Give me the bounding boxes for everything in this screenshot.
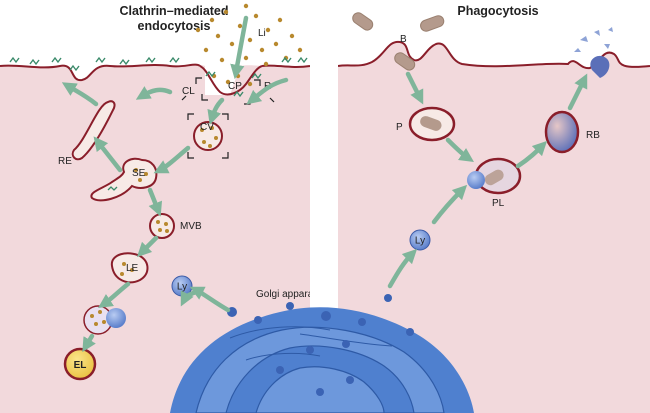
label-golgi: Golgi apparatus	[256, 289, 327, 300]
phagosome	[408, 106, 456, 142]
label-p: P	[396, 122, 403, 133]
multivesicular-body	[149, 213, 175, 239]
label-ly-left: Ly	[177, 282, 187, 293]
coated-vesicle	[187, 113, 229, 159]
residual-body	[544, 110, 580, 154]
exocytosed-debris	[574, 27, 613, 78]
label-b: B	[400, 34, 407, 45]
label-ly-right: Ly	[415, 236, 425, 247]
label-cl: CL	[182, 86, 195, 97]
recycling-endosome	[71, 100, 116, 161]
label-rb: RB	[586, 130, 600, 141]
endosome-lysosome-fusion	[83, 305, 126, 335]
coated-pit-membrane	[199, 65, 263, 96]
left-title-line1: Clathrin–mediated	[119, 4, 228, 18]
phagolysosome	[467, 157, 522, 195]
right-title: Phagocytosis	[457, 4, 538, 18]
label-cv: CV	[200, 122, 214, 133]
label-le: LE	[126, 263, 139, 274]
endocytosis-arrows	[61, 15, 289, 353]
label-se: SE	[132, 168, 146, 179]
sorting-endosome	[90, 157, 158, 202]
phagocytosis-arrows	[387, 71, 588, 289]
label-cp: CP	[228, 81, 242, 92]
ligand-particles	[195, 3, 303, 87]
label-el: EL	[74, 360, 87, 371]
label-pl: PL	[492, 198, 505, 209]
label-mvb: MVB	[180, 221, 202, 232]
bacteria	[352, 12, 445, 71]
endolysosome	[63, 347, 97, 381]
panel-divider	[310, 0, 338, 300]
golgi-apparatus	[170, 294, 474, 413]
left-title-line2: endocytosis	[138, 19, 211, 33]
late-endosome	[110, 252, 149, 284]
label-re: RE	[58, 156, 72, 167]
label-li: Li	[258, 28, 266, 39]
membrane-receptors	[9, 56, 308, 98]
lysosome-right	[409, 229, 431, 251]
